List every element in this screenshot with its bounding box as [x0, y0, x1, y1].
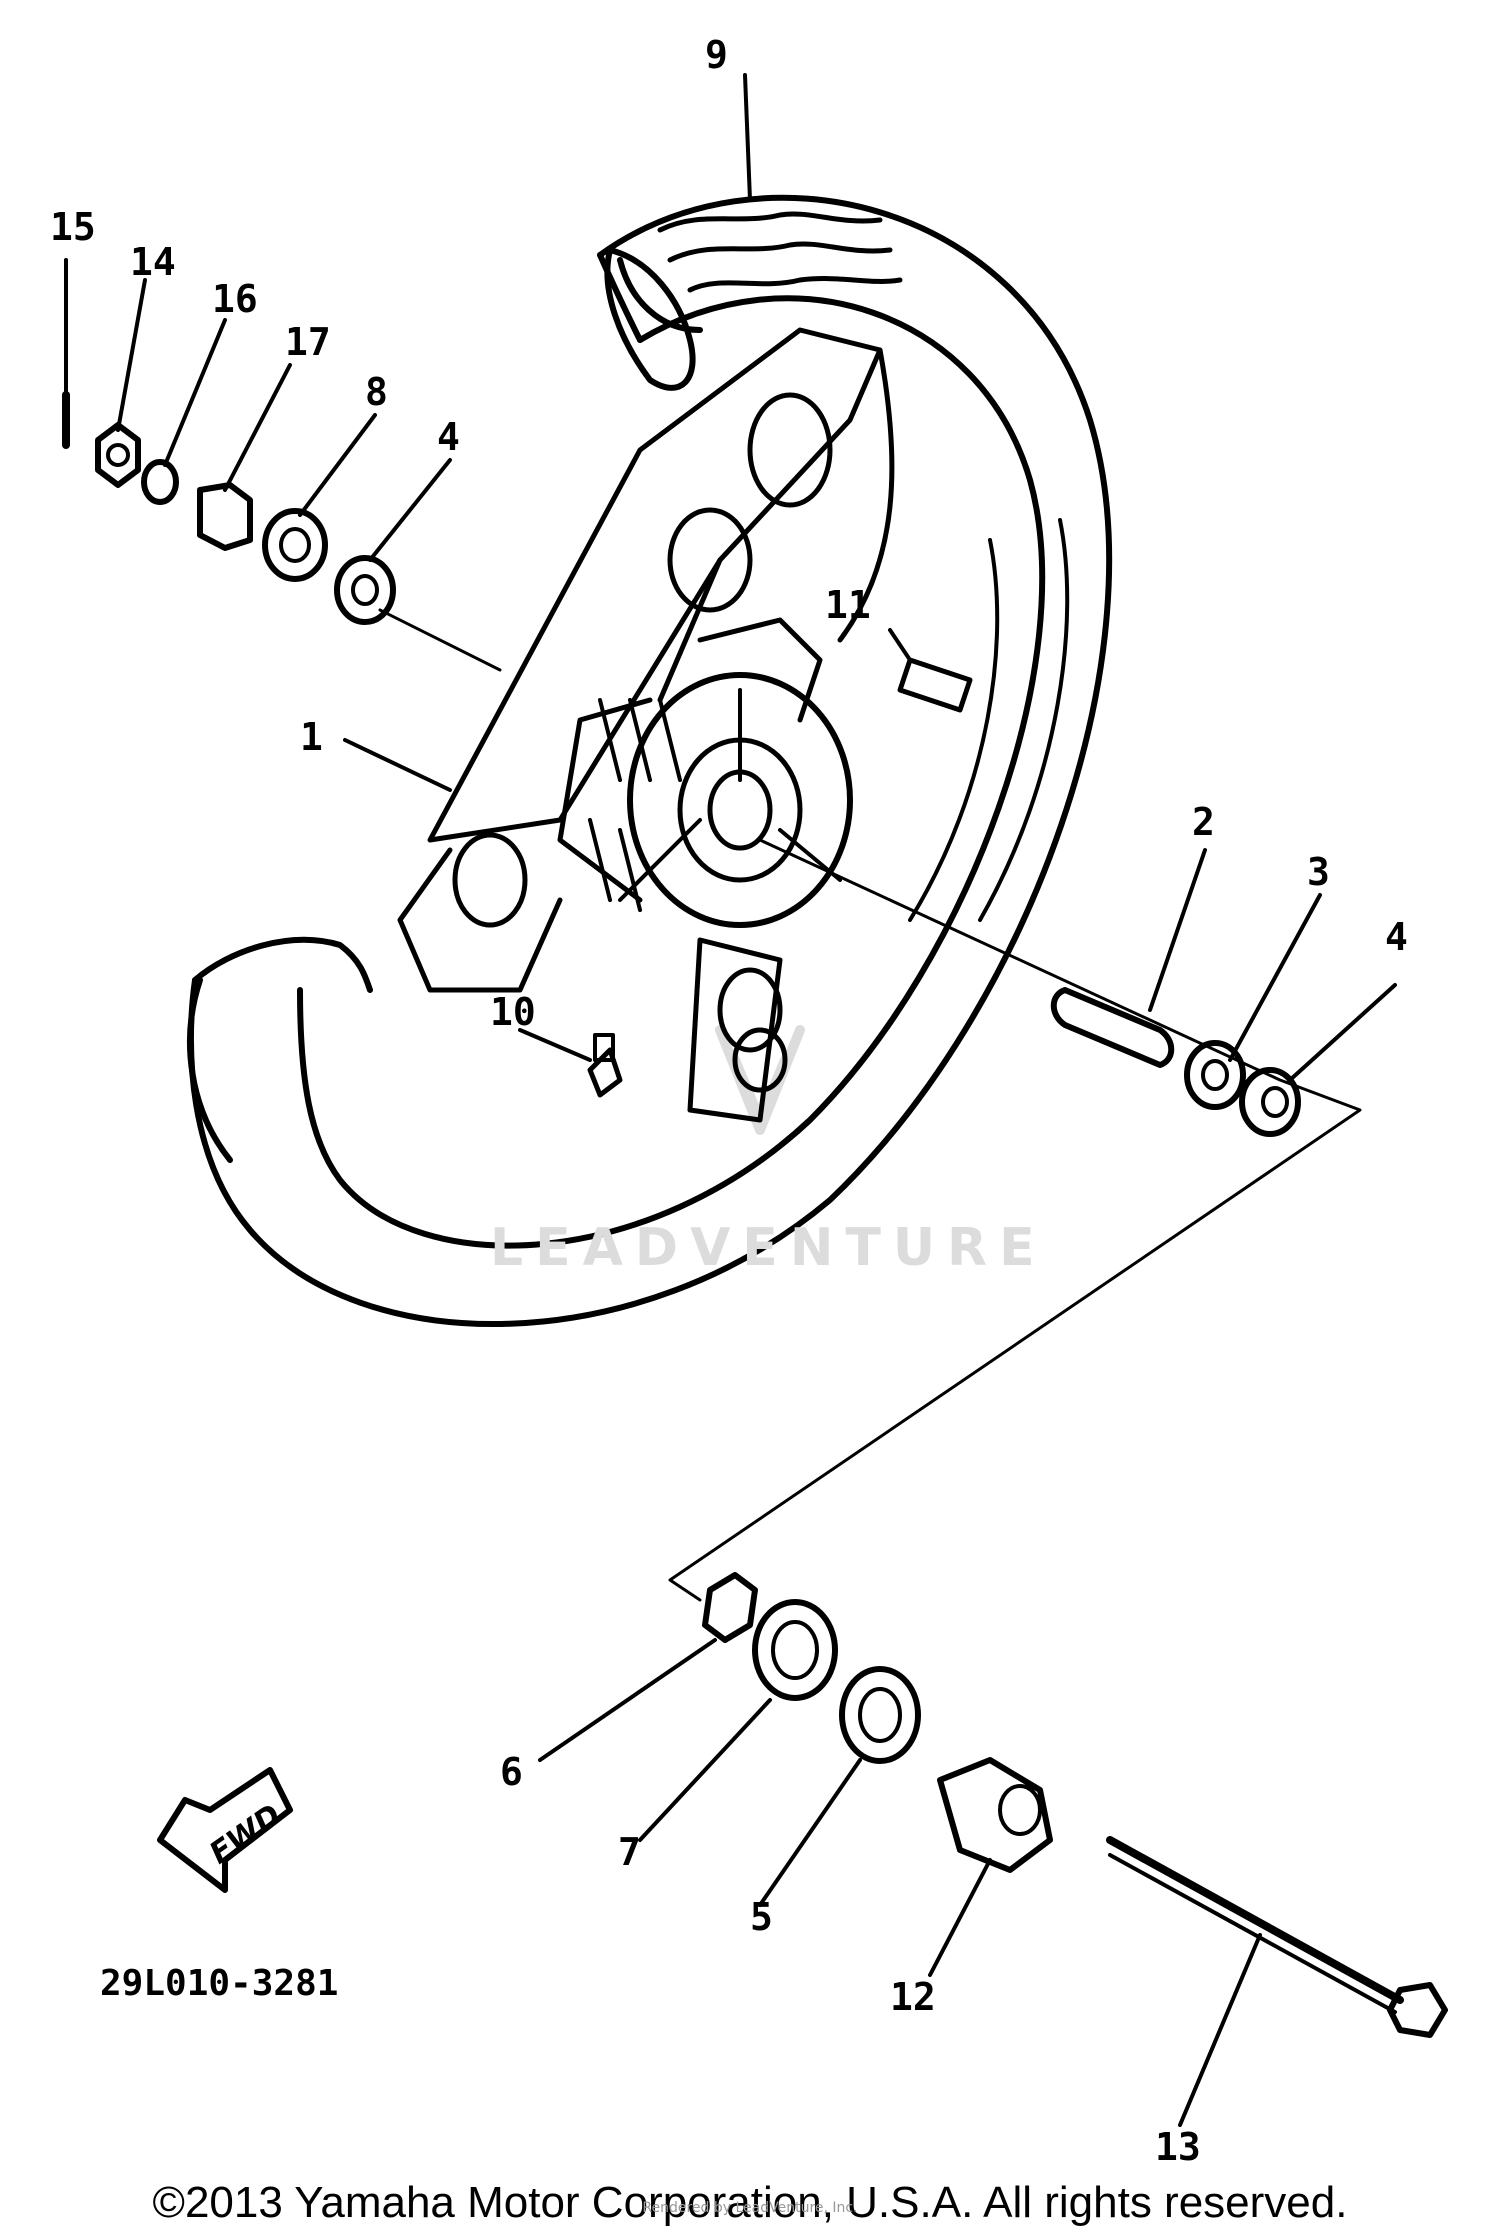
callout-12: 12	[890, 1975, 936, 2019]
tire	[187, 194, 1113, 1328]
callout-10: 10	[490, 990, 536, 1034]
left-hardware	[62, 391, 396, 625]
copyright-notice: ©2013 Yamaha Motor Corporation, U.S.A. A…	[152, 2178, 1348, 2227]
small-watermark: Rendered by LeadVenture, Inc.	[642, 2200, 858, 2216]
callout-14: 14	[130, 240, 176, 284]
callout-6: 6	[500, 1750, 523, 1794]
axle-centerline	[378, 608, 1362, 1602]
valve-stem	[587, 1033, 623, 1098]
part-code: 29L010-3281	[100, 1963, 338, 2004]
right-hardware	[702, 987, 1448, 2038]
callout-4-right: 4	[1385, 915, 1408, 959]
callout-9: 9	[705, 33, 728, 77]
callout-17: 17	[285, 320, 331, 364]
leader-lines	[64, 73, 1397, 2127]
callout-labels: 9 15 14 16 17 8 4 11 1 2 3 4 10 6 7 5 12…	[50, 33, 1408, 2169]
fwd-arrow	[157, 1767, 293, 1893]
callout-3: 3	[1307, 850, 1330, 894]
callout-11: 11	[825, 583, 871, 627]
callout-8: 8	[365, 370, 388, 414]
balance-weight	[897, 657, 973, 713]
callout-5: 5	[750, 1895, 773, 1939]
watermark-text: LEADVENTURE	[490, 1218, 1047, 1278]
wheel-rim	[397, 327, 895, 1123]
callout-15: 15	[50, 205, 96, 249]
callout-13: 13	[1155, 2125, 1201, 2169]
callout-16: 16	[212, 277, 258, 321]
callout-2: 2	[1192, 800, 1215, 844]
callout-7: 7	[618, 1830, 641, 1874]
callout-4-left: 4	[437, 415, 460, 459]
callout-1: 1	[300, 715, 323, 759]
